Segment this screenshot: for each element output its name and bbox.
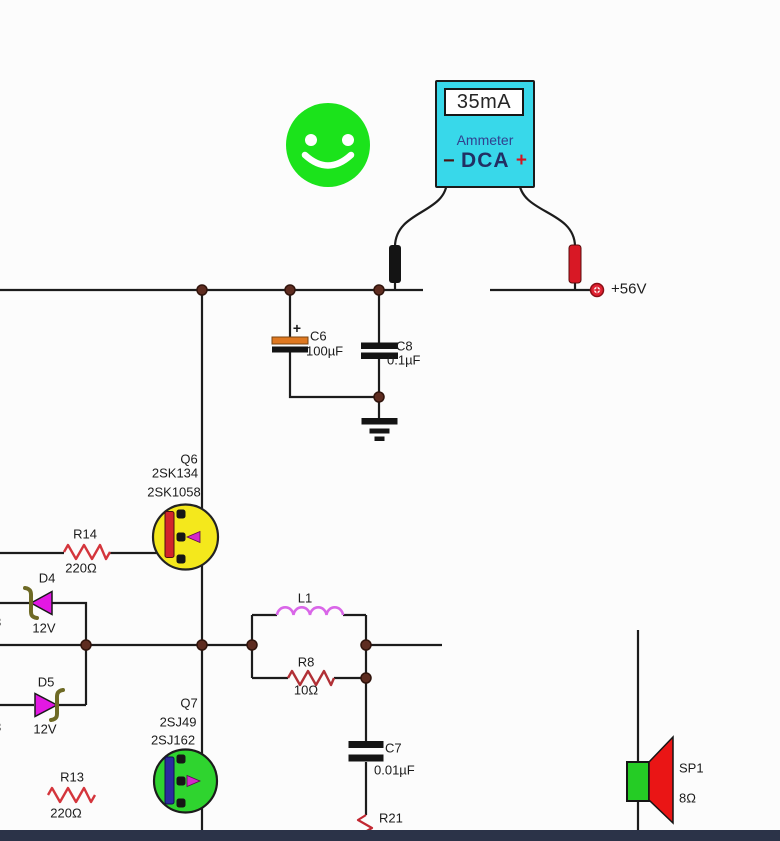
resistor-r13[interactable] (46, 786, 97, 804)
ammeter-reading: 35mA (456, 90, 512, 113)
r8-ref: R8 (297, 654, 315, 670)
d4-ref: D4 (38, 570, 56, 586)
speaker-sp1[interactable] (626, 735, 674, 825)
c6-polarity-mark: + (292, 320, 302, 336)
capacitor-c6[interactable] (271, 336, 309, 353)
supply-voltage-label: +56V (611, 280, 647, 298)
c8-value: 0.1µF (387, 352, 421, 368)
edge-fragment-upper: 3 (0, 615, 1, 630)
q7-ref: Q7 (180, 695, 198, 711)
ammeter-display: 35mA (444, 88, 524, 116)
r14-value: 220Ω (65, 560, 97, 576)
c6-value: 100µF (306, 343, 344, 359)
transistor-q7[interactable] (152, 748, 219, 814)
q6-part-a: 2SK134 (151, 465, 199, 481)
q7-part-a: 2SJ49 (159, 714, 197, 730)
r13-ref: R13 (60, 769, 84, 785)
wires (0, 180, 640, 841)
ammeter-positive-sign: + (515, 150, 527, 171)
diode-d5[interactable] (34, 688, 65, 722)
smiley-face-icon (286, 103, 370, 187)
ammeter-negative-sign: − (443, 149, 455, 172)
ammeter-title: Ammeter (456, 132, 514, 148)
ground-symbol (361, 418, 398, 441)
transistor-q6[interactable] (151, 503, 220, 571)
q7-part-b: 2SJ162 (150, 732, 196, 748)
ammeter-mode: DCA (461, 149, 510, 172)
inductor-l1[interactable] (275, 606, 345, 616)
d5-value: 12V (33, 721, 57, 737)
c8-ref: C8 (396, 338, 413, 354)
d4-value: 12V (32, 620, 56, 636)
q6-ref: Q6 (180, 451, 198, 467)
black-probe[interactable] (389, 245, 401, 283)
sp1-value: 8Ω (679, 790, 696, 806)
capacitor-c7[interactable] (348, 741, 384, 762)
r21-ref: R21 (379, 810, 403, 826)
r14-ref: R14 (73, 526, 97, 542)
c7-value: 0.01µF (374, 762, 415, 778)
q6-part-b: 2SK1058 (147, 484, 201, 500)
d5-ref: D5 (37, 674, 55, 690)
edge-fragment-lower: 3 (0, 720, 1, 735)
l1-ref: L1 (297, 590, 313, 606)
ammeter-mode-row: − DCA + (437, 150, 533, 171)
c7-ref: C7 (385, 740, 402, 756)
r8-value: 10Ω (293, 682, 319, 698)
c6-ref: C6 (310, 328, 327, 344)
sp1-ref: SP1 (679, 760, 704, 776)
diode-d4[interactable] (23, 586, 53, 620)
ammeter[interactable]: 35mA Ammeter − DCA + (435, 80, 535, 188)
bottom-bar (0, 830, 780, 841)
r13-value: 220Ω (50, 805, 82, 821)
power-terminal-56v[interactable] (589, 282, 605, 298)
red-probe[interactable] (568, 244, 582, 284)
resistor-r14[interactable] (62, 543, 112, 561)
resistor-r21[interactable] (356, 814, 374, 841)
